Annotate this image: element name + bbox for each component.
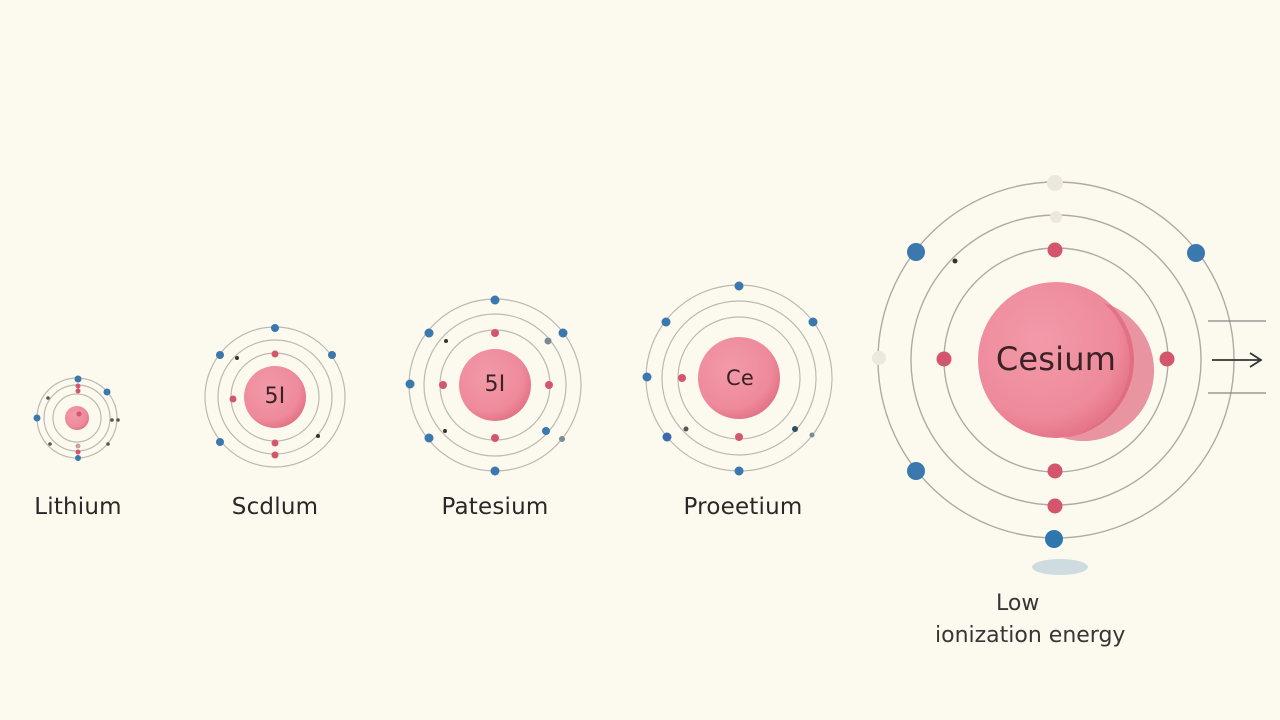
nucleus-label-potassium: 5I (484, 372, 506, 397)
label-proeetium: Proeetium (683, 494, 803, 520)
atom-cesium (872, 175, 1235, 575)
atom-sodium (204, 324, 346, 468)
nucleus-sodium (244, 366, 306, 428)
electrons-lithium (33, 375, 120, 461)
nucleus-proeetium (698, 337, 780, 419)
nucleus-label-proeetium: Ce (726, 366, 754, 390)
label-lithium: Lithium (34, 494, 122, 520)
atom-proeetium (642, 281, 833, 476)
nucleus-lithium (65, 406, 89, 430)
electrons-proeetium (642, 281, 818, 476)
nucleus-label-sodium: 5I (264, 384, 286, 409)
label-potassium: Patesium (441, 494, 549, 520)
nucleus-label-cesium: Cesium (995, 340, 1117, 378)
atom-lithium (33, 375, 120, 461)
atom-potassium (405, 295, 582, 476)
right-arrow-icon (1208, 320, 1266, 394)
electrons-sodium (216, 324, 336, 459)
nucleus-potassium (459, 349, 531, 421)
nucleus-cesium (978, 282, 1134, 438)
label-sodium: Scdlum (231, 494, 319, 520)
annotation-line2: ionization energy (935, 623, 1126, 648)
electrons-potassium (405, 295, 568, 476)
annotation-line1: Low (996, 591, 1040, 616)
electrons-cesium (872, 175, 1205, 548)
shadow-blob (1032, 559, 1088, 575)
